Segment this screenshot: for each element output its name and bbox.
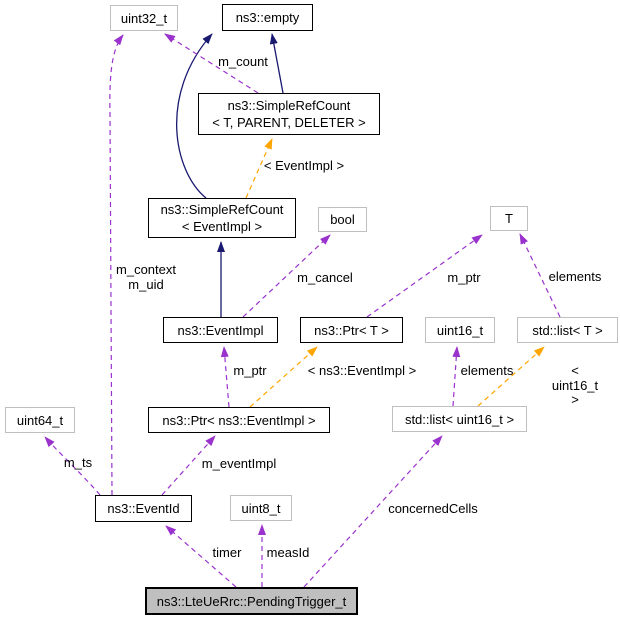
node-ptr-t[interactable]: ns3::Ptr< T > — [300, 317, 403, 343]
edge-concernedcells — [303, 435, 443, 588]
edge-inheritance-refcount-eventimpl-empty — [175, 33, 213, 199]
edge-timer — [165, 525, 237, 588]
edge-m-ptr-eventimpl — [220, 346, 230, 408]
edge-m-context-m-uid — [109, 34, 124, 496]
node-ns3-empty[interactable]: ns3::empty — [222, 4, 313, 31]
node-bool: bool — [318, 207, 367, 232]
node-uint8-t: uint8_t — [230, 495, 292, 521]
node-eventimpl[interactable]: ns3::EventImpl — [163, 317, 278, 343]
edge-m-eventimpl — [161, 435, 216, 496]
node-t: T — [490, 206, 528, 231]
edge-m-ts — [44, 436, 101, 496]
node-pendingtrigger-t: ns3::LteUeRrc::PendingTrigger_t — [145, 587, 358, 615]
node-eventid[interactable]: ns3::EventId — [95, 495, 192, 522]
node-ptr-eventimpl[interactable]: ns3::Ptr< ns3::EventImpl > — [148, 407, 330, 433]
edge-template-ptr-eventimpl — [249, 346, 318, 408]
edge-m-count — [164, 33, 259, 94]
edge-m-cancel — [242, 234, 331, 318]
edge-elements-uint16 — [452, 346, 461, 407]
edge-inheritance-simplerefcount-empty — [269, 33, 284, 94]
node-uint16-t: uint16_t — [425, 317, 495, 343]
edge-template-list-uint16 — [477, 346, 545, 407]
node-simplerefcount-eventimpl[interactable]: ns3::SimpleRefCount < EventImpl > — [148, 198, 296, 238]
node-uint32-t: uint32_t — [110, 5, 178, 31]
edge-template-eventimpl — [245, 138, 273, 199]
node-std-list-t: std::list< T > — [517, 317, 618, 343]
node-std-list-uint16-t: std::list< uint16_t > — [392, 406, 527, 432]
edge-elements-t — [519, 233, 561, 318]
node-uint64-t: uint64_t — [5, 407, 75, 433]
node-simplerefcount-template[interactable]: ns3::SimpleRefCount < T, PARENT, DELETER… — [198, 93, 380, 135]
edge-m-ptr-t — [366, 234, 483, 318]
